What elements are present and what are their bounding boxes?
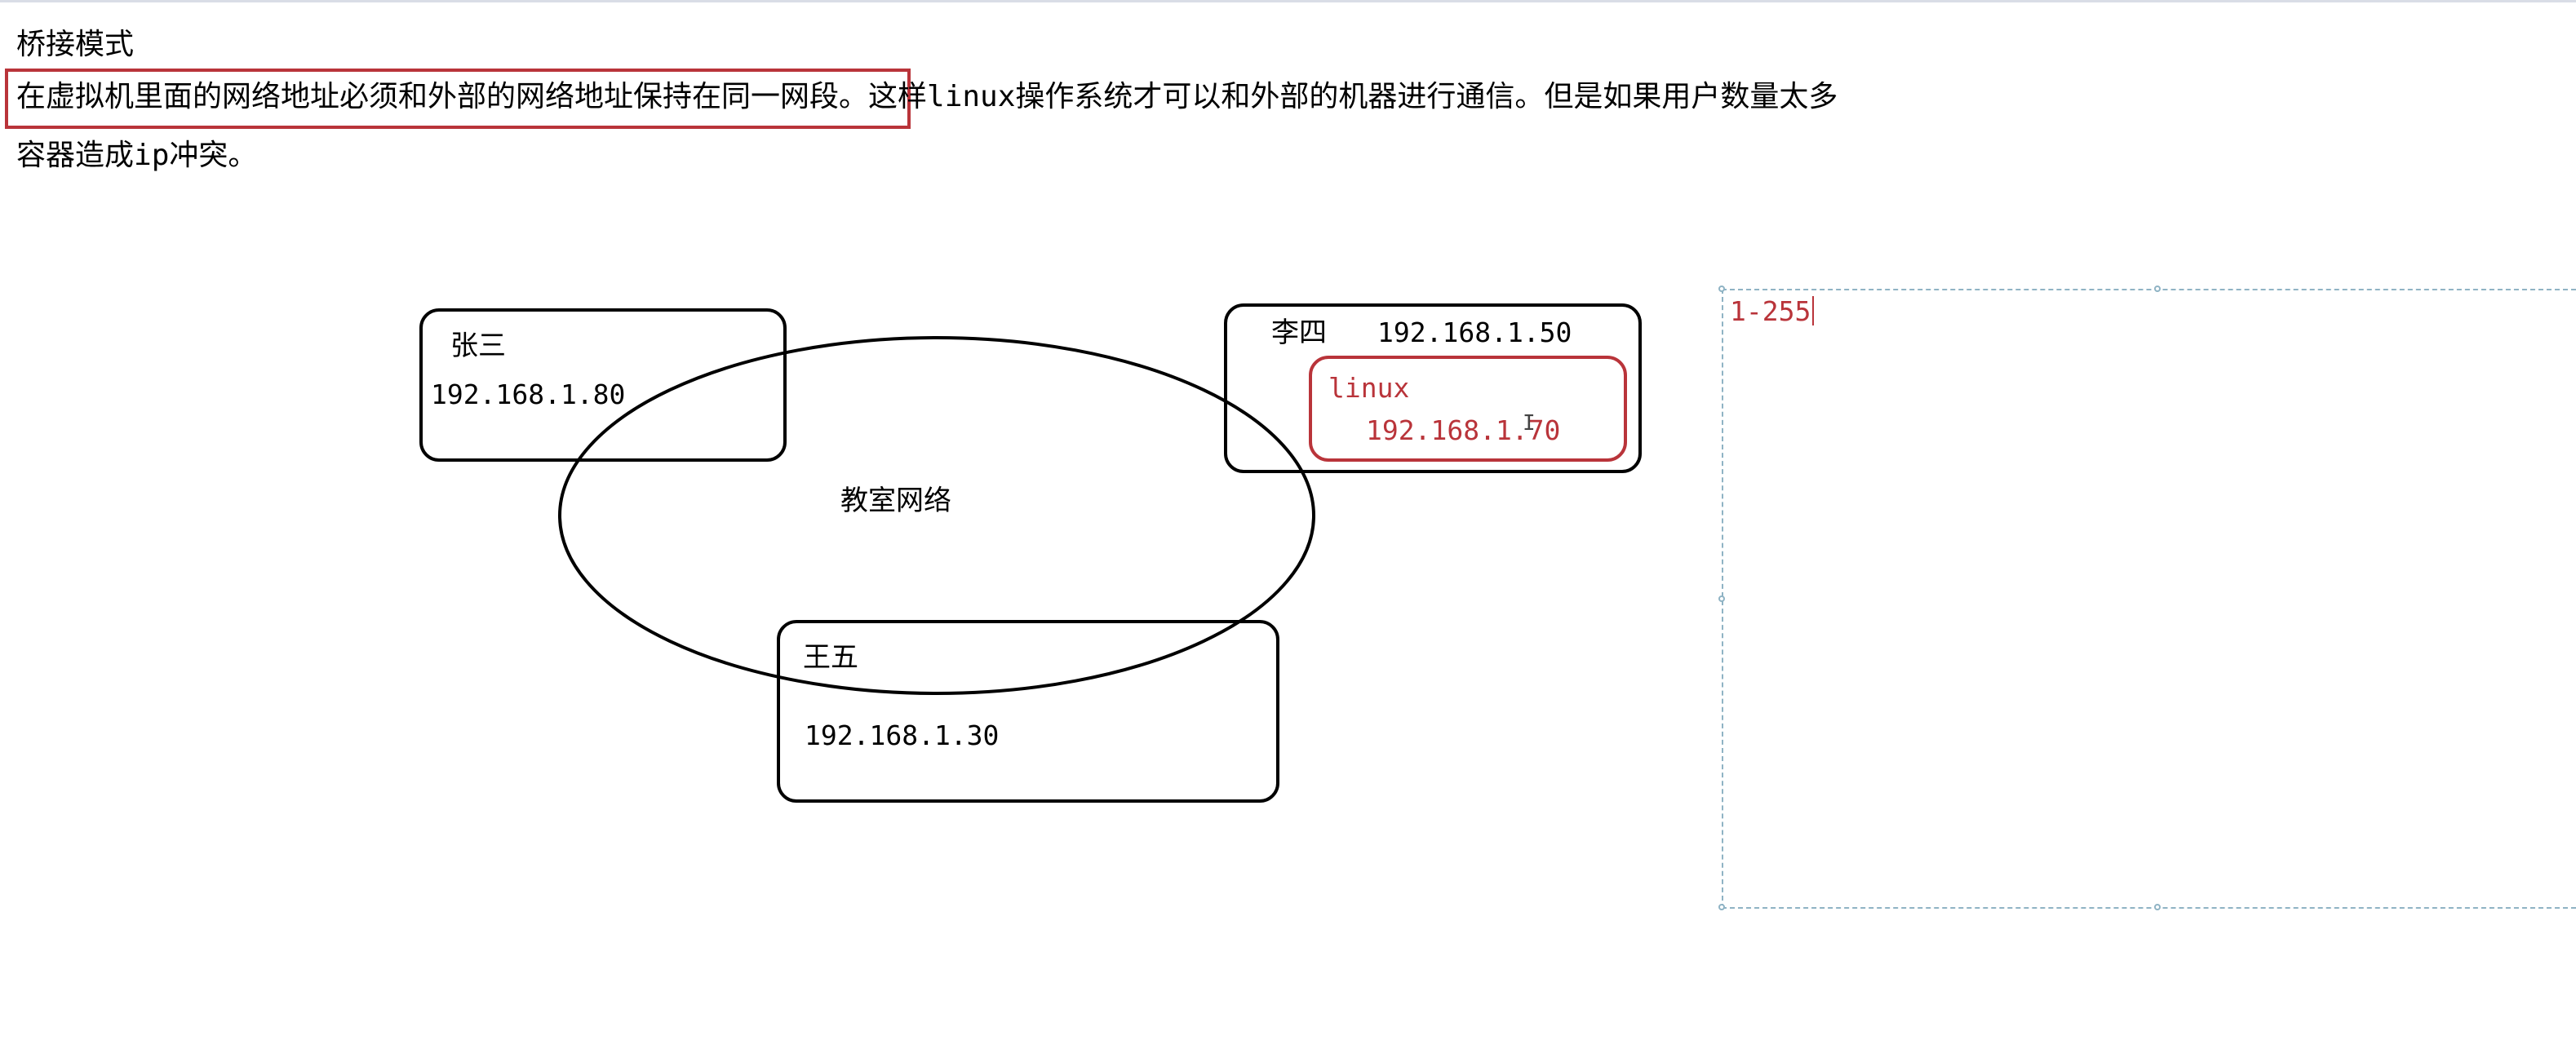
resize-handle[interactable] [1718, 904, 1725, 910]
node-box-linux[interactable] [1309, 356, 1627, 462]
text-box-value: 1-255 [1730, 295, 1811, 327]
resize-handle[interactable] [2154, 286, 2161, 292]
node-box-lisi[interactable] [1224, 303, 1642, 473]
paragraph-text: 冲突。 [169, 139, 258, 172]
network-label: 教室网络 [840, 485, 951, 517]
text-caret [1812, 296, 1815, 325]
resize-handle[interactable] [1718, 286, 1725, 292]
highlighted-text: 在虚拟机里面的网络地址必须和外部的网络地址保持在同一网段。 [16, 80, 869, 113]
paragraph-text: 这样 [868, 80, 928, 113]
paragraph-text: 容器造成 [16, 139, 135, 172]
network-ellipse [558, 336, 1315, 695]
text-cursor-icon: I [1523, 411, 1536, 436]
node-name-linux: linux [1328, 372, 1410, 404]
highlight-box [5, 69, 911, 129]
paragraph-code: linux [927, 80, 1016, 113]
node-name-zhangsan: 张三 [450, 330, 506, 362]
paragraph-line-1: 在虚拟机里面的网络地址必须和外部的网络地址保持在同一网段。这样linux操作系统… [16, 77, 1838, 117]
resize-handle[interactable] [1718, 595, 1725, 602]
text-box[interactable] [1722, 289, 2576, 909]
paragraph-code: ip [134, 139, 170, 172]
node-ip-linux: 192.168.1.70 [1366, 414, 1561, 446]
node-ip-zhangsan: 192.168.1.80 [431, 378, 626, 410]
node-box-wangwu[interactable] [777, 620, 1279, 803]
node-name-wangwu: 王五 [803, 641, 858, 674]
text-box-content[interactable]: 1-255 [1730, 294, 1815, 330]
node-box-zhangsan[interactable] [419, 308, 787, 462]
node-ip-lisi: 192.168.1.50 [1377, 317, 1572, 348]
top-divider [0, 0, 2576, 2]
node-ip-wangwu: 192.168.1.30 [805, 719, 1000, 751]
paragraph-line-2: 容器造成ip冲突。 [16, 135, 257, 176]
paragraph-text: 操作系统才可以和外部的机器进行通信。但是如果用户数量太多 [1015, 80, 1838, 113]
resize-handle[interactable] [2154, 904, 2161, 910]
page-title: 桥接模式 [16, 28, 135, 61]
node-name-lisi: 李四 [1271, 317, 1327, 349]
